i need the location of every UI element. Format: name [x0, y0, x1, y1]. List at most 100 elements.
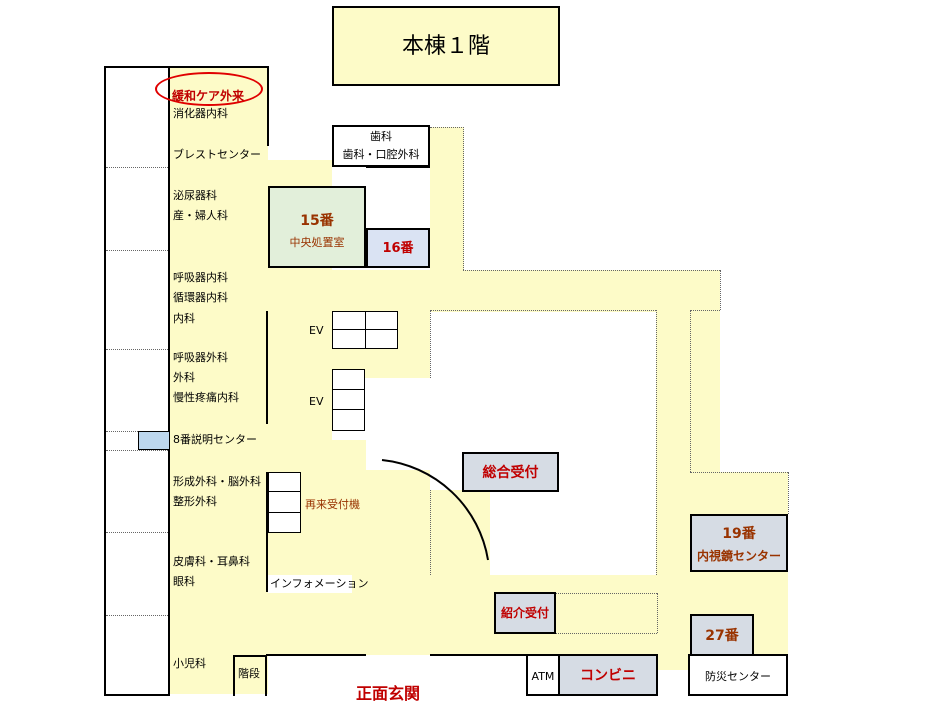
dept-label-derm: 皮膚科・耳鼻科 — [173, 555, 250, 568]
referral-reception: 紹介受付 — [494, 592, 556, 634]
wall-divider — [106, 349, 168, 350]
left-corridor — [169, 68, 268, 694]
conbini-label: コンビニ — [580, 668, 636, 684]
wall-divider — [106, 450, 168, 451]
general-reception-label: 総合受付 — [482, 465, 539, 481]
left-corridor-top-wall — [168, 66, 268, 68]
room-15-name: 中央処置室 — [289, 236, 345, 249]
dotted-line — [690, 310, 720, 311]
disaster-label: 防災センター — [705, 670, 771, 683]
room-15: 15番 中央処置室 — [268, 186, 366, 268]
dept-label-ortho: 整形外科 — [173, 495, 217, 508]
room-19-number: 19番 — [722, 526, 756, 542]
reentry-label: 再来受付機 — [305, 498, 360, 511]
dental-title: 歯科 — [370, 130, 392, 143]
dotted-line — [555, 633, 657, 634]
wall-line — [233, 655, 235, 696]
dental-sub: 歯科・口腔外科 — [342, 148, 420, 161]
wall-line — [267, 66, 269, 146]
info-desk — [268, 575, 352, 593]
dotted-line — [430, 127, 464, 128]
ev-cell — [332, 329, 366, 349]
info-label: インフォメーション — [270, 577, 369, 590]
lobby-mid — [268, 440, 366, 470]
left-wall-column — [104, 66, 170, 696]
wall-divider — [106, 431, 168, 432]
ev-cell — [332, 389, 365, 410]
dotted-line — [463, 270, 720, 271]
wall-line — [266, 472, 268, 592]
dept-label-explain8: 8番説明センター — [173, 433, 257, 446]
lobby-upper — [268, 378, 332, 438]
dotted-line — [555, 593, 657, 594]
wall-line — [266, 311, 268, 424]
room-27: 27番 — [690, 614, 754, 656]
dotted-line — [788, 472, 789, 514]
wall-divider — [106, 167, 168, 168]
wall-line — [265, 655, 267, 696]
wall-divider — [106, 532, 168, 533]
reentry-machine — [268, 491, 301, 513]
dept-label-urology: 泌尿器科 — [173, 189, 217, 202]
ev-label-1: EV — [309, 324, 324, 337]
disaster-center: 防災センター — [688, 654, 788, 696]
reentry-machine — [268, 512, 301, 533]
floor-title-box: 本棟１階 — [332, 6, 560, 86]
dental-room: 歯科 歯科・口腔外科 — [332, 125, 430, 167]
dotted-line — [690, 472, 788, 473]
dotted-line — [430, 310, 431, 378]
reentry-machine — [268, 472, 301, 492]
room-16-label: 16番 — [382, 241, 414, 256]
ev-label-2: EV — [309, 395, 324, 408]
dotted-line — [430, 310, 656, 311]
dept-label-resp-surg: 呼吸器外科 — [173, 351, 228, 364]
atm-label: ATM — [531, 670, 555, 683]
dept-label-pain: 慢性疼痛内科 — [173, 391, 239, 404]
atm-box: ATM — [526, 654, 560, 696]
right-corridor-gap — [690, 310, 720, 472]
room-19-name: 内視鏡センター — [696, 549, 781, 563]
dept-label-cardio: 循環器内科 — [173, 291, 228, 304]
bottom-wall-left — [266, 654, 366, 656]
room-16: 16番 — [366, 228, 430, 268]
room-27-label: 27番 — [705, 628, 739, 644]
dept-label-breast: ブレストセンター — [173, 148, 261, 161]
ev-cell — [332, 409, 365, 431]
dept-label-plastic: 形成外科・脳外科 — [173, 475, 261, 488]
right-corridor — [656, 310, 690, 670]
ev-cell — [332, 311, 366, 330]
dotted-line — [720, 270, 721, 310]
conbini-box: コンビニ — [558, 654, 658, 696]
dept-label-obgyn: 産・婦人科 — [173, 209, 228, 222]
dept-label-pedi: 小児科 — [173, 657, 206, 670]
room-15-number: 15番 — [300, 213, 334, 229]
ev-cell — [365, 329, 398, 349]
dotted-line — [690, 310, 691, 472]
dept-label-surgery: 外科 — [173, 371, 195, 384]
explain-center-marker — [138, 431, 170, 450]
referral-label: 紹介受付 — [500, 606, 549, 620]
lobby-curve — [430, 490, 490, 590]
room-19: 19番 内視鏡センター — [690, 514, 788, 572]
dept-label-resp-med: 呼吸器内科 — [173, 271, 228, 284]
ev-cell — [332, 369, 365, 390]
bottom-wall-mid — [430, 654, 526, 656]
entrance-label: 正面玄関 — [356, 684, 421, 703]
general-reception: 総合受付 — [462, 452, 559, 492]
wall-line — [233, 655, 267, 657]
horizontal-corridor — [268, 270, 720, 312]
stairs-label: 階段 — [238, 667, 260, 680]
dotted-line — [657, 593, 658, 633]
dotted-line — [463, 127, 464, 270]
dept-label-gastro: 消化器内科 — [173, 107, 228, 120]
dept-label-internal: 内科 — [173, 312, 195, 325]
floor-title: 本棟１階 — [401, 34, 490, 59]
door-arc — [381, 459, 489, 561]
highlight-circle — [155, 72, 263, 106]
wall-divider — [106, 250, 168, 251]
wall-divider — [106, 615, 168, 616]
dental-corridor — [430, 127, 464, 277]
dental-room-wall — [366, 167, 430, 168]
dotted-line — [430, 490, 431, 575]
dept-label-palliative: 緩和ケア外来 — [172, 89, 245, 103]
